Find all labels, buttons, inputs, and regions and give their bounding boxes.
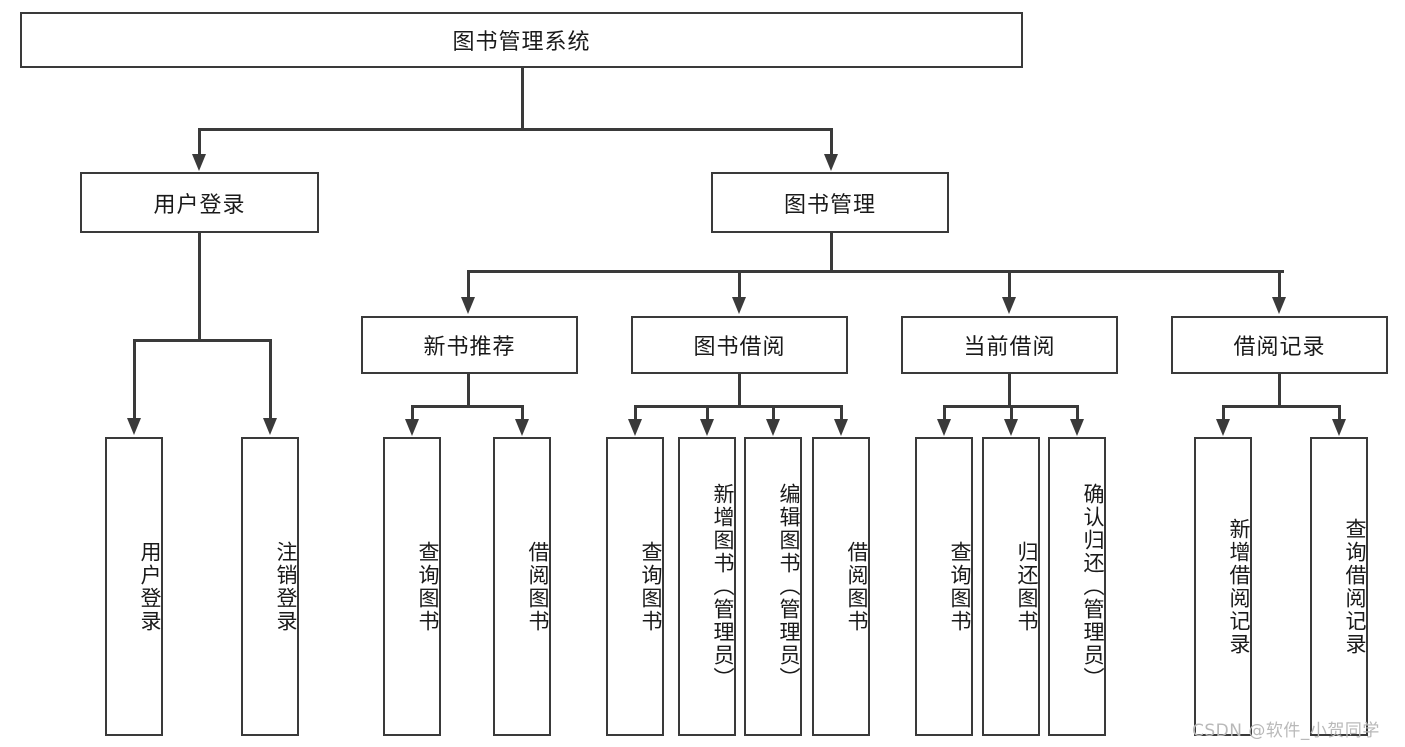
leaf-logout[interactable]: 注销登录 <box>241 437 299 736</box>
edge-drop-book-borrow <box>738 270 741 298</box>
edge-drop-query-book-2 <box>634 405 637 420</box>
leaf-edit-book-label: 编辑图书（管理员） <box>777 483 801 690</box>
leaf-logout-label: 注销登录 <box>274 540 298 633</box>
node-book-borrow[interactable]: 图书借阅 <box>631 316 848 374</box>
leaf-borrow-book-2[interactable]: 借阅图书 <box>812 437 870 736</box>
arrow-book-manage <box>824 154 838 171</box>
edge-book-borrow-stem <box>738 374 741 406</box>
arrow-return-book <box>1004 419 1018 436</box>
edge-drop-leaf-user-login <box>133 339 136 419</box>
leaf-query-book-1[interactable]: 查询图书 <box>383 437 441 736</box>
node-book-borrow-label: 图书借阅 <box>693 335 786 360</box>
edge-drop-add-book <box>706 405 709 420</box>
node-borrow-record-label: 借阅记录 <box>1233 335 1326 360</box>
edge-drop-current-borrow <box>1008 270 1011 298</box>
node-new-book-rec[interactable]: 新书推荐 <box>361 316 578 374</box>
edge-drop-query-record <box>1338 405 1341 420</box>
edge-user-login-stem <box>198 233 201 340</box>
edge-book-borrow-bar <box>634 405 842 408</box>
node-user-login-label: 用户登录 <box>153 192 246 218</box>
edge-new-book-rec-bar <box>411 405 524 408</box>
node-book-manage-label: 图书管理 <box>783 192 876 218</box>
arrow-add-record <box>1216 419 1230 436</box>
leaf-edit-book[interactable]: 编辑图书（管理员） <box>744 437 802 736</box>
edge-book-manage-stem <box>830 233 833 271</box>
edge-drop-borrow-record <box>1278 270 1281 298</box>
edge-drop-leaf-logout <box>269 339 272 419</box>
leaf-add-record[interactable]: 新增借阅记录 <box>1194 437 1252 736</box>
node-root[interactable]: 图书管理系统 <box>20 12 1023 68</box>
arrow-query-book-3 <box>937 419 951 436</box>
node-user-login[interactable]: 用户登录 <box>80 172 319 233</box>
leaf-confirm-return[interactable]: 确认归还（管理员） <box>1048 437 1106 736</box>
leaf-query-book-1-label: 查询图书 <box>416 540 440 633</box>
leaf-query-record-label: 查询借阅记录 <box>1343 517 1367 656</box>
csdn-watermark: CSDN @软件_小贺同学 <box>1192 721 1380 741</box>
leaf-add-book[interactable]: 新增图书（管理员） <box>678 437 736 736</box>
edge-current-borrow-stem <box>1008 374 1011 406</box>
arrow-query-book-2 <box>628 419 642 436</box>
edge-drop-return-book <box>1010 405 1013 420</box>
arrow-user-login <box>192 154 206 171</box>
edge-level2-bar <box>198 128 832 131</box>
edge-drop-edit-book <box>772 405 775 420</box>
leaf-borrow-book-2-label: 借阅图书 <box>845 540 869 633</box>
node-book-manage[interactable]: 图书管理 <box>711 172 949 233</box>
arrow-new-book-rec <box>461 297 475 314</box>
leaf-query-book-2[interactable]: 查询图书 <box>606 437 664 736</box>
edge-drop-confirm-return <box>1076 405 1079 420</box>
edge-drop-query-book-1 <box>411 405 414 420</box>
edge-level3-bar <box>467 270 1284 273</box>
leaf-user-login[interactable]: 用户登录 <box>105 437 163 736</box>
leaf-query-book-3[interactable]: 查询图书 <box>915 437 973 736</box>
edge-drop-borrow-book-2 <box>840 405 843 420</box>
arrow-query-book-1 <box>405 419 419 436</box>
edge-drop-new-book-rec <box>467 270 470 298</box>
node-current-borrow-label: 当前借阅 <box>963 335 1056 360</box>
node-current-borrow[interactable]: 当前借阅 <box>901 316 1118 374</box>
leaf-query-book-3-label: 查询图书 <box>948 540 972 633</box>
arrow-book-borrow <box>732 297 746 314</box>
leaf-add-record-label: 新增借阅记录 <box>1227 517 1251 656</box>
arrow-query-record <box>1332 419 1346 436</box>
edge-drop-user-login <box>198 128 201 155</box>
node-borrow-record[interactable]: 借阅记录 <box>1171 316 1388 374</box>
leaf-return-book[interactable]: 归还图书 <box>982 437 1040 736</box>
arrow-leaf-user-login <box>127 418 141 435</box>
arrow-edit-book <box>766 419 780 436</box>
arrow-confirm-return <box>1070 419 1084 436</box>
arrow-borrow-book-2 <box>834 419 848 436</box>
edge-new-book-rec-stem <box>467 374 470 406</box>
leaf-borrow-book-1[interactable]: 借阅图书 <box>493 437 551 736</box>
leaf-borrow-book-1-label: 借阅图书 <box>526 540 550 633</box>
leaf-user-login-label: 用户登录 <box>138 540 162 633</box>
arrow-borrow-record <box>1272 297 1286 314</box>
edge-borrow-record-stem <box>1278 374 1281 406</box>
arrow-leaf-logout <box>263 418 277 435</box>
edge-drop-add-record <box>1222 405 1225 420</box>
node-root-label: 图书管理系统 <box>452 30 591 55</box>
arrow-add-book <box>700 419 714 436</box>
edge-drop-query-book-3 <box>943 405 946 420</box>
leaf-return-book-label: 归还图书 <box>1015 540 1039 633</box>
edge-user-login-bar <box>133 339 271 342</box>
leaf-confirm-return-label: 确认归还（管理员） <box>1081 483 1105 690</box>
edge-drop-borrow-book-1 <box>521 405 524 420</box>
leaf-add-book-label: 新增图书（管理员） <box>711 483 735 690</box>
edge-root-stem <box>521 68 524 129</box>
node-new-book-rec-label: 新书推荐 <box>423 335 516 360</box>
leaf-query-book-2-label: 查询图书 <box>639 540 663 633</box>
edge-drop-book-manage <box>830 128 833 155</box>
arrow-borrow-book-1 <box>515 419 529 436</box>
leaf-query-record[interactable]: 查询借阅记录 <box>1310 437 1368 736</box>
edge-borrow-record-bar <box>1222 405 1340 408</box>
arrow-current-borrow <box>1002 297 1016 314</box>
